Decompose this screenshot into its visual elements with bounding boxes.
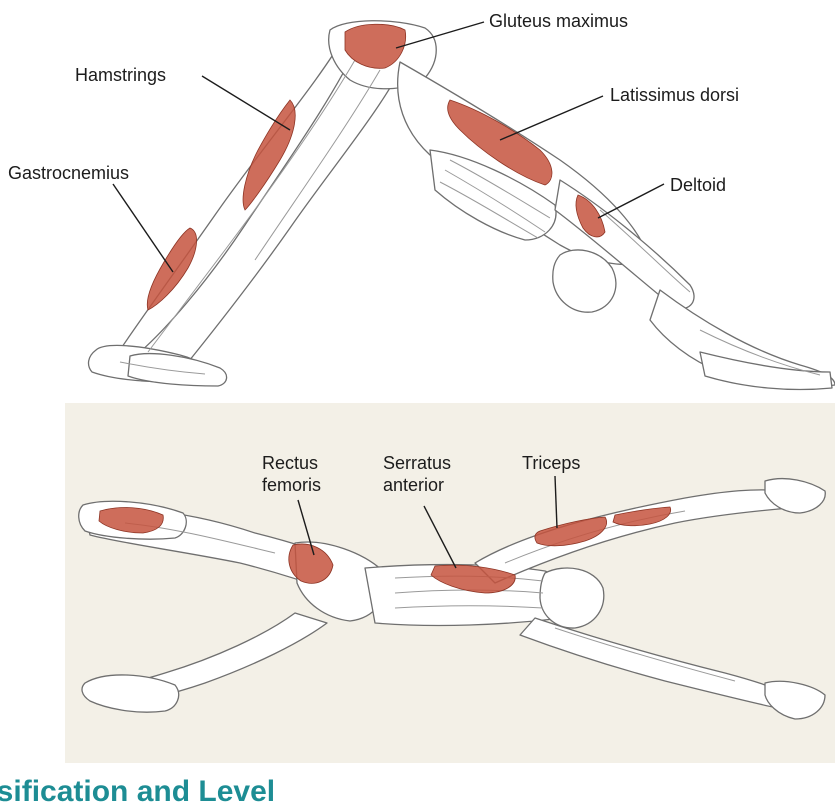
label-serratus-anterior-line1: Serratus <box>383 452 473 474</box>
label-rectus-femoris-line2: femoris <box>262 474 352 496</box>
section-heading: ssification and Level <box>0 774 275 810</box>
label-serratus-anterior: Serratus anterior <box>383 452 473 496</box>
label-gluteus-maximus: Gluteus maximus <box>489 10 628 32</box>
label-hamstrings: Hamstrings <box>75 64 166 86</box>
label-serratus-anterior-line2: anterior <box>383 474 473 496</box>
label-deltoid: Deltoid <box>670 174 726 196</box>
label-rectus-femoris-line1: Rectus <box>262 452 352 474</box>
label-latissimus-dorsi: Latissimus dorsi <box>610 84 739 106</box>
label-rectus-femoris: Rectus femoris <box>262 452 352 496</box>
label-gastrocnemius: Gastrocnemius <box>8 162 129 184</box>
label-triceps: Triceps <box>522 452 580 474</box>
